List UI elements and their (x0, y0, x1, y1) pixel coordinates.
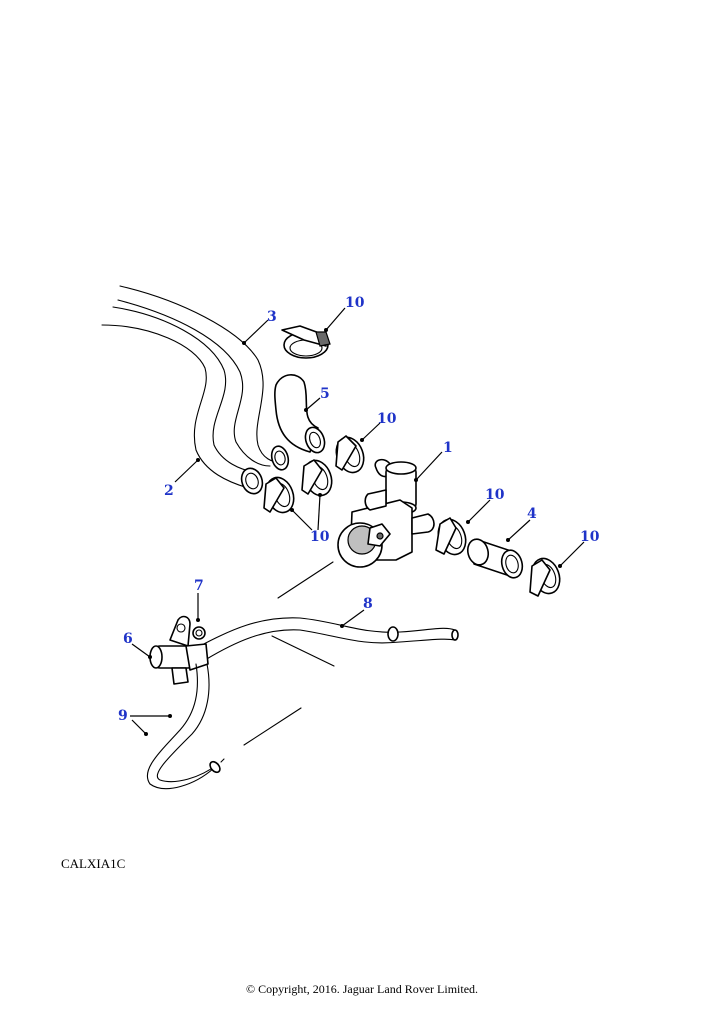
copyright-notice: © Copyright, 2016. Jaguar Land Rover Lim… (245, 982, 479, 996)
hose-2 (101, 306, 264, 495)
callout-3: 3 (267, 309, 277, 325)
callout-5: 5 (320, 386, 330, 402)
break-lines (220, 561, 335, 763)
hose-clamp-c (263, 476, 295, 514)
hose-5 (274, 374, 326, 454)
hose-clamp-d (435, 517, 467, 556)
vacuum-pipe-9 (146, 663, 221, 790)
callout-4: 4 (527, 506, 537, 522)
callout-6: 6 (123, 631, 133, 647)
hose-sleeve-4 (466, 538, 524, 579)
nut-7 (192, 626, 206, 640)
callout-1: 1 (443, 440, 453, 456)
hose-clamp-a (335, 435, 365, 474)
callout-leaders (130, 307, 585, 736)
callout-10-top: 10 (345, 295, 365, 311)
callout-10-d: 10 (580, 529, 600, 545)
callout-9: 9 (118, 708, 128, 724)
callout-8: 8 (363, 596, 373, 612)
hose-clamp-e (529, 557, 561, 597)
callout-10-c: 10 (485, 487, 505, 503)
hose-clamp-top (281, 325, 331, 359)
hose-3 (117, 285, 290, 471)
hose-clamp-b (301, 459, 333, 497)
callout-7: 7 (194, 578, 204, 594)
heater-valve (337, 458, 435, 568)
callout-10-a: 10 (377, 411, 397, 427)
vacuum-hose-8 (199, 617, 459, 661)
callout-10-b: 10 (310, 529, 330, 545)
callout-2: 2 (164, 483, 174, 499)
diagram-reference-code: CALXIA1C (61, 856, 126, 871)
